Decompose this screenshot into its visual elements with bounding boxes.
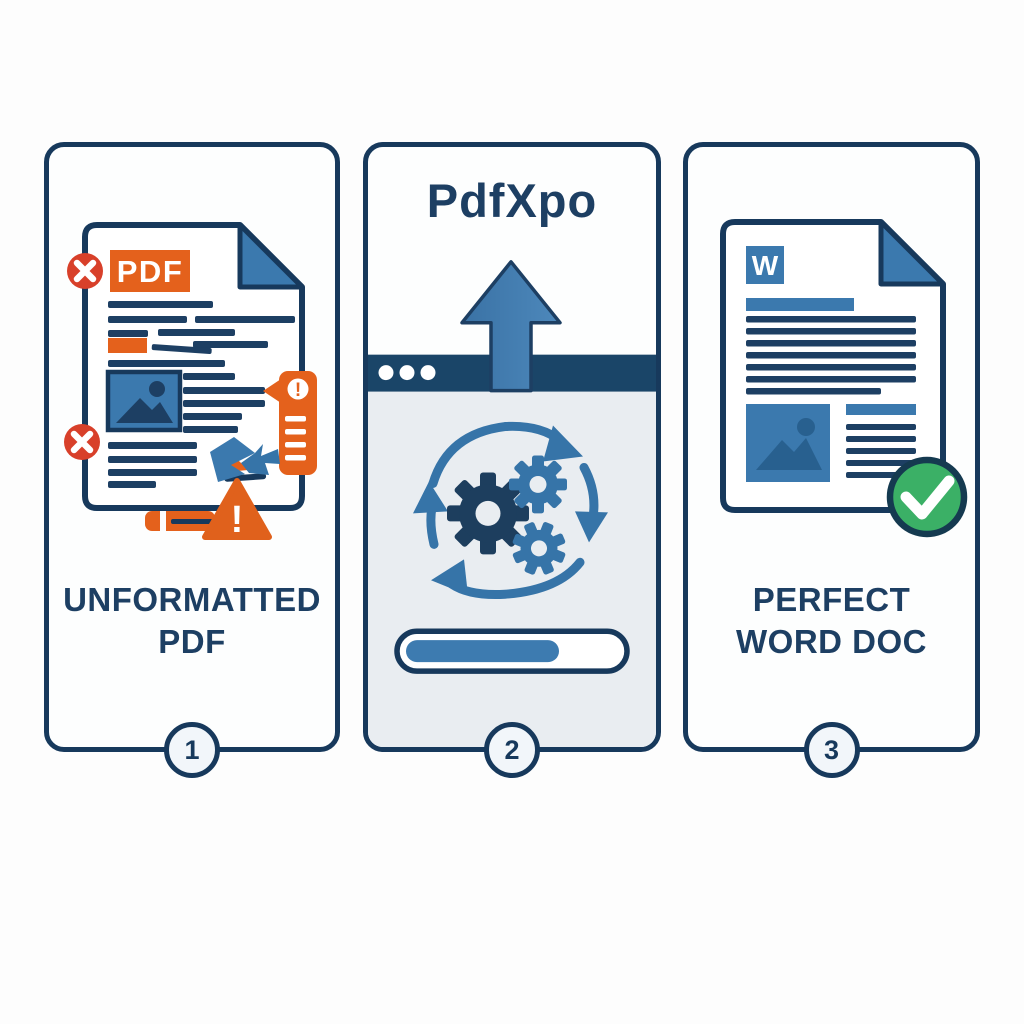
doc-subheading-bar [846,404,916,415]
card-converter: PdfXpo [363,142,661,752]
sync-cycle-arrows-icon [413,421,608,600]
step-1-value: 1 [184,734,200,765]
callout-exclamation: ! [295,380,301,401]
card-unformatted-pdf: PDF [44,142,340,752]
image-placeholder-icon [105,369,183,433]
highlight-block [108,338,147,353]
step-2-value: 2 [504,734,520,765]
card-word-doc: W [683,142,980,752]
panel-label-unformatted-pdf: UNFORMATTED PDF [49,579,335,663]
browser-window-body [368,391,656,747]
gears-icon [447,455,567,575]
word-badge: W [746,246,784,284]
label-line-1: PERFECT [752,581,911,618]
check-circle-icon [886,456,968,538]
pdf-badge-label: PDF [117,254,184,289]
label-line-2: WORD DOC [736,623,927,660]
upload-arrow-icon [460,260,562,393]
converter-illustration [368,260,656,747]
doc-heading-bar [746,298,854,311]
page-fold-icon [878,219,946,287]
broken-arrow-icon [210,437,280,482]
pdf-text-lines [108,301,295,488]
alert-callout-icon: ! [263,371,317,475]
page-fold-icon [237,222,305,290]
error-x-circle-icon [67,253,103,289]
error-x-circle-icon [64,424,100,460]
progress-bar-fill [406,640,559,663]
word-text-lines [746,316,916,395]
warning-exclamation: ! [231,499,244,541]
image-placeholder-icon [746,404,830,482]
progress-bar [394,628,630,674]
pdf-badge: PDF [110,250,190,292]
step-number-1: 1 [164,722,220,778]
pdf-document-illustration: PDF [64,222,317,541]
label-line-1: UNFORMATTED [63,581,321,618]
word-document-illustration: W [720,219,968,538]
panel-unformatted-pdf: PDF [44,142,340,778]
panel-label-perfect-word-doc: PERFECT WORD DOC [688,579,975,663]
word-badge-label: W [752,250,779,281]
panel-converter: PdfXpo 2 [363,142,661,778]
step-3-value: 3 [823,734,840,765]
app-title: PdfXpo [426,174,598,227]
step-number-2: 2 [484,722,540,778]
window-dots-icon [378,365,436,381]
label-line-2: PDF [158,623,226,660]
panel-perfect-word-doc: W [683,142,980,778]
warning-triangle-icon: ! [202,478,272,541]
step-number-3: 3 [803,722,860,778]
highlighter-pen-icon [145,511,215,531]
